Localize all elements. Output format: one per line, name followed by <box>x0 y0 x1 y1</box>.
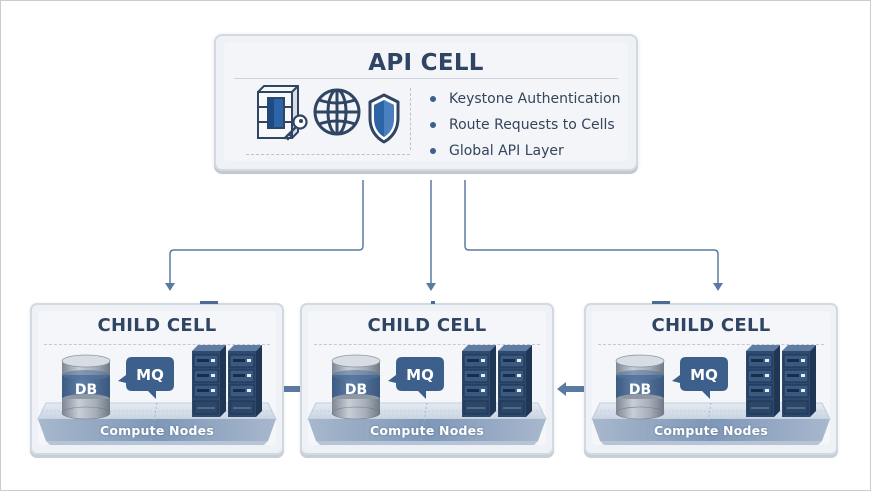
server-rack-icon <box>462 345 496 417</box>
api-cell-body: API CELL <box>224 42 628 161</box>
compute-servers <box>192 345 262 417</box>
api-cell-separator <box>410 88 411 150</box>
api-feature-item: Route Requests to Cells <box>424 112 620 138</box>
child-cell-3: CHILD CELL DB MQ Compute Nodes <box>584 301 838 455</box>
bullet-icon <box>430 122 436 128</box>
compute-servers <box>746 345 816 417</box>
bullet-icon <box>430 96 436 102</box>
api-feature-item: Keystone Authentication <box>424 86 620 112</box>
api-feature-list: Keystone Authentication Route Requests t… <box>424 86 620 164</box>
api-cell-title: API CELL <box>368 50 484 76</box>
shield-icon <box>368 93 400 144</box>
compute-servers <box>462 345 532 417</box>
child-cell-1: CHILD CELL DB MQ Compute Nodes <box>30 301 284 455</box>
server-rack-icon <box>498 345 532 417</box>
message-queue-label: MQ <box>136 366 164 384</box>
database-icon: DB <box>61 354 111 420</box>
key-icon <box>283 114 308 141</box>
child-cell-title: CHILD CELL <box>651 315 771 336</box>
database-icon: DB <box>615 354 665 420</box>
child-cell-2: CHILD CELL DB MQ Compute Nodes <box>300 301 554 455</box>
globe-icon <box>313 88 361 136</box>
server-rack-icon <box>228 345 262 417</box>
openstack-logo-icon <box>257 85 299 139</box>
child-cell-divider <box>44 344 270 345</box>
compute-nodes-label: Compute Nodes <box>654 423 768 438</box>
child-cell-connector-tab <box>431 301 435 304</box>
api-cell-icon-underline <box>246 154 410 155</box>
message-queue-icon: MQ <box>388 357 444 399</box>
database-label: DB <box>629 382 651 398</box>
api-cell-icons <box>257 85 400 144</box>
child-cell-divider <box>314 344 540 345</box>
child-cell-art: DB MQ <box>307 345 547 445</box>
database-label: DB <box>345 382 367 398</box>
compute-nodes-label: Compute Nodes <box>370 423 484 438</box>
child-cell-title: CHILD CELL <box>367 315 487 336</box>
message-queue-icon: MQ <box>118 357 174 399</box>
compute-nodes-label: Compute Nodes <box>100 423 214 438</box>
api-feature-item: Global API Layer <box>424 138 620 164</box>
child-cell-title: CHILD CELL <box>97 315 217 336</box>
child-cell-connector-tab <box>200 301 218 304</box>
child-cell-divider <box>598 344 824 345</box>
database-label: DB <box>75 382 97 398</box>
api-feature-text: Keystone Authentication <box>449 91 621 107</box>
child-cell-art: DB MQ <box>591 345 831 445</box>
message-queue-icon: MQ <box>672 357 728 399</box>
api-cell-divider <box>234 78 618 79</box>
message-queue-label: MQ <box>690 366 718 384</box>
bullet-icon <box>430 148 436 154</box>
message-queue-label: MQ <box>406 366 434 384</box>
server-rack-icon <box>192 345 226 417</box>
api-cell: API CELL <box>214 34 638 171</box>
server-rack-icon <box>782 345 816 417</box>
database-icon: DB <box>331 354 381 420</box>
server-rack-icon <box>746 345 780 417</box>
child-cell-art: DB MQ <box>37 345 277 445</box>
api-feature-text: Route Requests to Cells <box>449 117 615 133</box>
api-feature-text: Global API Layer <box>449 143 564 159</box>
child-cell-connector-tab <box>652 301 670 304</box>
